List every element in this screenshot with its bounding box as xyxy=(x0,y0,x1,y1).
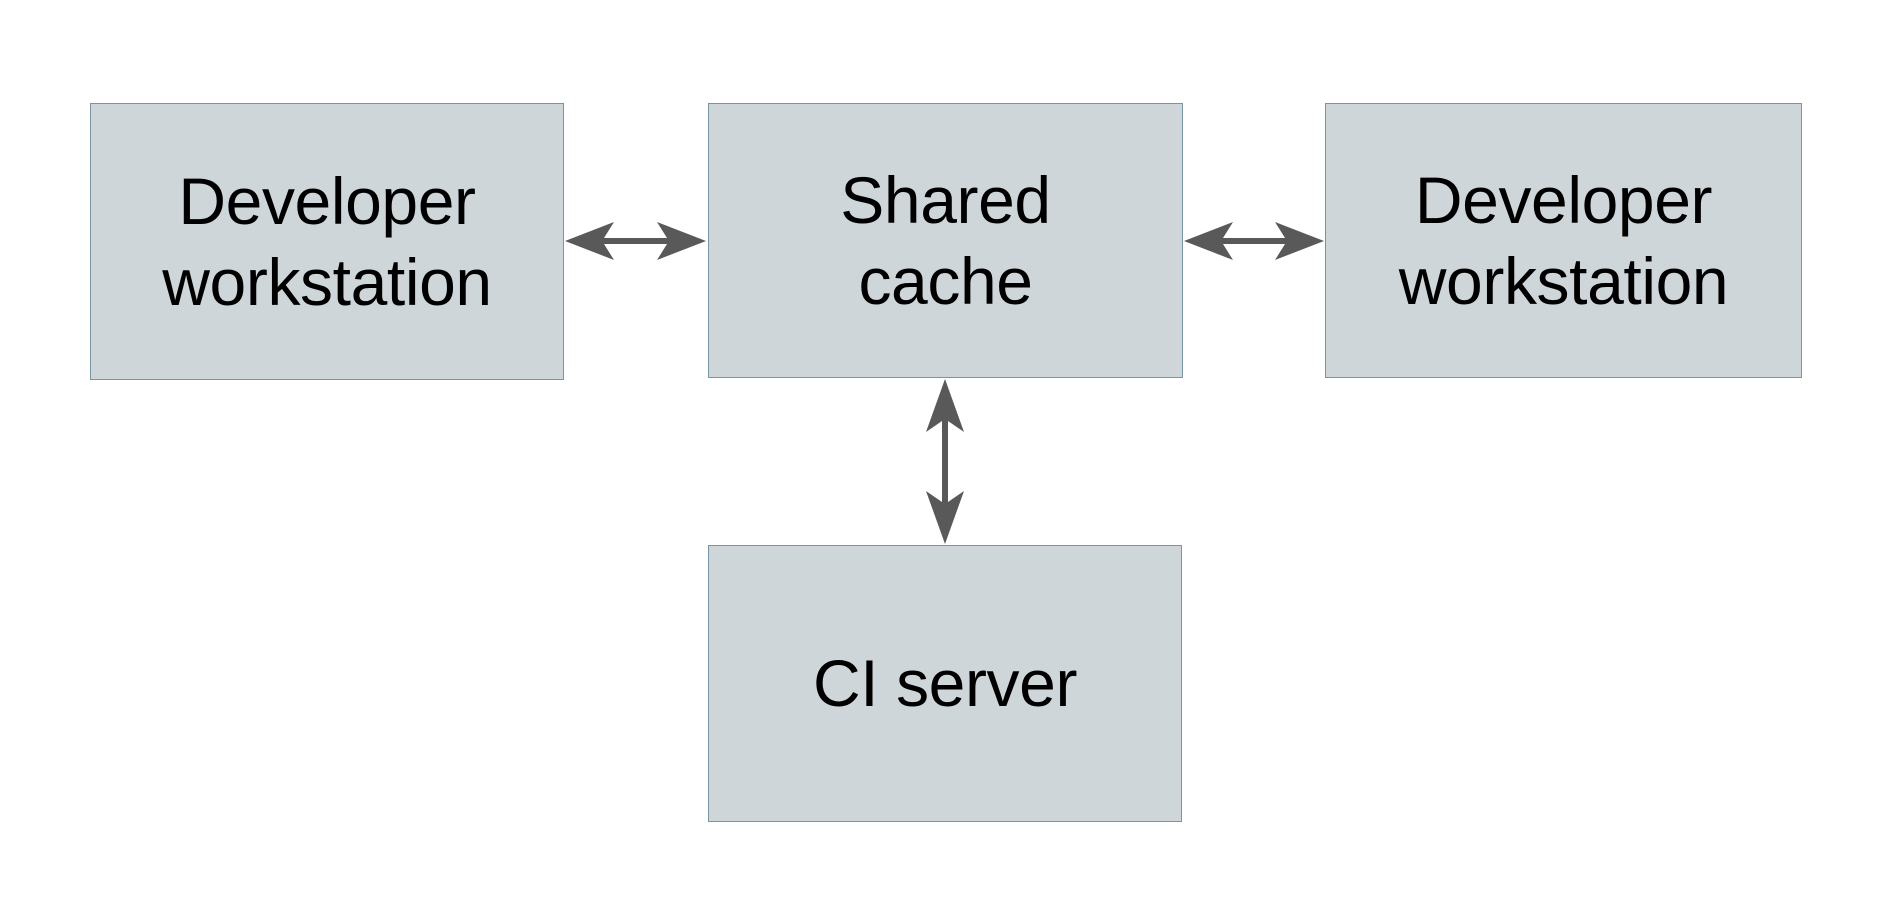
connector-ci-server-to-shared-cache-icon[interactable] xyxy=(926,379,964,544)
node-shared-cache[interactable]: Shared cache xyxy=(708,103,1183,378)
node-developer-workstation-left[interactable]: Developer workstation xyxy=(90,103,564,380)
node-label-ci-server: CI server xyxy=(812,646,1078,721)
connector-shared-cache-to-dev-right-icon[interactable] xyxy=(1184,222,1324,260)
connector-dev-left-to-shared-cache-icon[interactable] xyxy=(565,222,706,260)
node-label-shared-cache: Shared cache xyxy=(840,162,1051,318)
node-developer-workstation-right[interactable]: Developer workstation xyxy=(1325,103,1802,378)
node-label-developer-workstation-right: Developer workstation xyxy=(1398,162,1729,318)
node-ci-server[interactable]: CI server xyxy=(708,545,1182,822)
node-label-developer-workstation-left: Developer workstation xyxy=(162,163,492,319)
